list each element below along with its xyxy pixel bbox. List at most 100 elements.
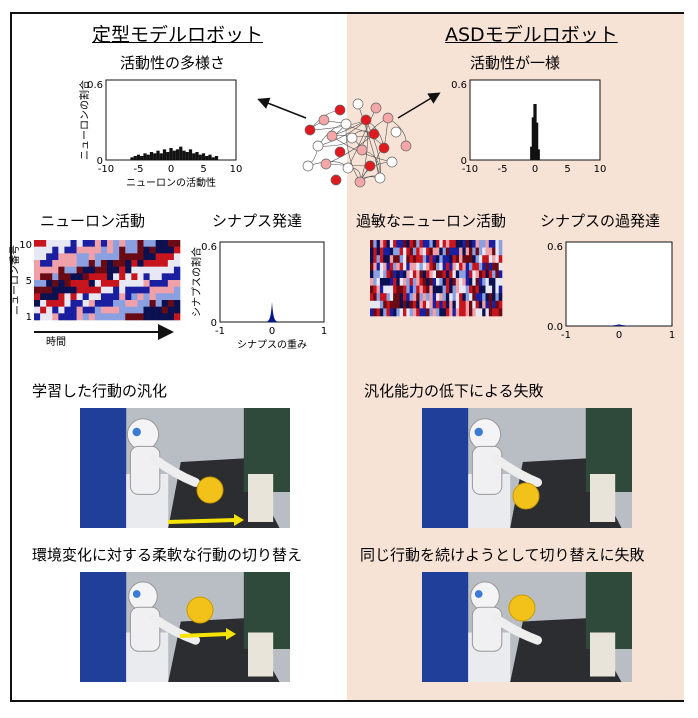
raster-cell — [439, 285, 443, 294]
raster-cell — [143, 286, 150, 294]
raster-cell — [125, 286, 132, 294]
raster-cell — [131, 253, 138, 261]
raster-cell — [107, 286, 114, 294]
raster-cell — [64, 300, 71, 307]
raster-cell — [370, 308, 374, 317]
raster-cell — [167, 313, 175, 321]
raster-cell — [52, 286, 59, 294]
raster-cell — [107, 313, 114, 321]
raster-cell — [429, 300, 433, 309]
raster-cell — [100, 306, 108, 314]
raster-cell — [469, 285, 473, 294]
raster-cell — [173, 293, 181, 301]
robot-head — [128, 581, 158, 612]
histogram-typical-ytick-top: 0.6 — [87, 80, 103, 91]
raster-cell — [455, 285, 460, 294]
raster-cell — [495, 285, 499, 294]
raster-cell — [40, 246, 47, 254]
robot-eye — [132, 427, 141, 437]
raster-cell — [442, 300, 447, 309]
raster-cell — [155, 313, 163, 321]
raster-cell — [429, 262, 433, 271]
raster-cell — [167, 286, 175, 294]
synapse-dist-asd-xtick-1: -1 — [561, 330, 571, 341]
raster-cell — [379, 262, 384, 271]
raster-cell — [370, 240, 374, 248]
neuron-node — [378, 142, 390, 154]
raster-typical: ニューロン番号 10 5 1 時間 — [9, 236, 182, 350]
raster-cell — [412, 240, 417, 248]
raster-cell — [495, 308, 499, 317]
raster-cell — [482, 300, 486, 309]
raster-cell — [119, 293, 126, 301]
synapse-dist-typical-ytick-bottom: 0 — [211, 318, 217, 329]
neuron-node — [400, 140, 412, 152]
raster-cell — [125, 313, 132, 321]
raster-ylabel: ニューロン番号 — [9, 245, 21, 315]
raster-cell — [449, 262, 453, 271]
raster-cell — [492, 293, 496, 302]
raster-cell — [449, 300, 453, 309]
raster-cell — [88, 273, 96, 281]
raster-cell — [155, 253, 163, 261]
raster-cell — [107, 240, 114, 247]
neuron-node — [342, 162, 354, 174]
raster-cell — [173, 253, 181, 261]
raster-cell — [88, 266, 96, 274]
raster-cell — [161, 246, 169, 254]
raster-cell — [173, 313, 181, 321]
histogram-asd-xtick-2: -5 — [498, 164, 508, 175]
raster-cell — [412, 262, 417, 271]
raster-cell — [100, 266, 108, 274]
photo-robot-generalization-failure — [422, 408, 632, 528]
raster-cell — [396, 255, 400, 264]
raster-cell — [445, 262, 450, 271]
raster-cell — [70, 280, 77, 287]
raster-cell — [58, 280, 65, 287]
raster-cell — [399, 278, 404, 286]
raster-cell — [131, 273, 138, 281]
raster-cell — [58, 300, 65, 307]
raster-cell — [34, 266, 41, 274]
raster-cell — [462, 255, 466, 264]
raster-cell — [469, 240, 473, 248]
raster-cell — [445, 285, 450, 294]
raster-cell — [432, 270, 437, 279]
raster-cell — [143, 253, 150, 261]
raster-cell — [370, 262, 374, 271]
raster-cell — [412, 285, 417, 294]
raster-cell — [46, 273, 53, 281]
raster-cell — [389, 262, 394, 271]
raster-cell — [403, 293, 407, 302]
raster-cell — [442, 270, 447, 279]
raster-cell — [58, 286, 65, 294]
raster-cell — [52, 266, 59, 274]
raster-cell — [469, 300, 473, 309]
raster-cell — [403, 255, 407, 264]
raster-cell — [82, 300, 90, 307]
raster-cell — [70, 273, 77, 281]
raster-cell — [445, 293, 450, 302]
raster-cell — [436, 240, 440, 248]
scene-blue-curtain — [422, 572, 469, 682]
raster-cell — [46, 313, 53, 321]
raster-cell — [125, 273, 132, 281]
raster-cell — [403, 270, 407, 279]
photo-robot-flexible-switching — [80, 572, 290, 682]
raster-cell — [70, 266, 77, 274]
raster-cell — [46, 266, 53, 274]
raster-cell — [455, 255, 460, 264]
neuron-node — [354, 176, 366, 188]
histogram-typical-ylabel: ニューロンの割合 — [78, 80, 91, 160]
histogram-bar — [175, 149, 180, 160]
raster-cell — [370, 278, 374, 286]
raster-cell — [472, 293, 476, 302]
raster-cell — [482, 255, 486, 264]
raster-cell — [58, 306, 65, 314]
raster-cell — [449, 285, 453, 294]
histogram-bar — [214, 156, 219, 160]
raster-cell — [94, 273, 102, 281]
raster-cell — [389, 247, 394, 256]
raster-cell — [64, 306, 71, 314]
raster-cell — [137, 246, 144, 254]
